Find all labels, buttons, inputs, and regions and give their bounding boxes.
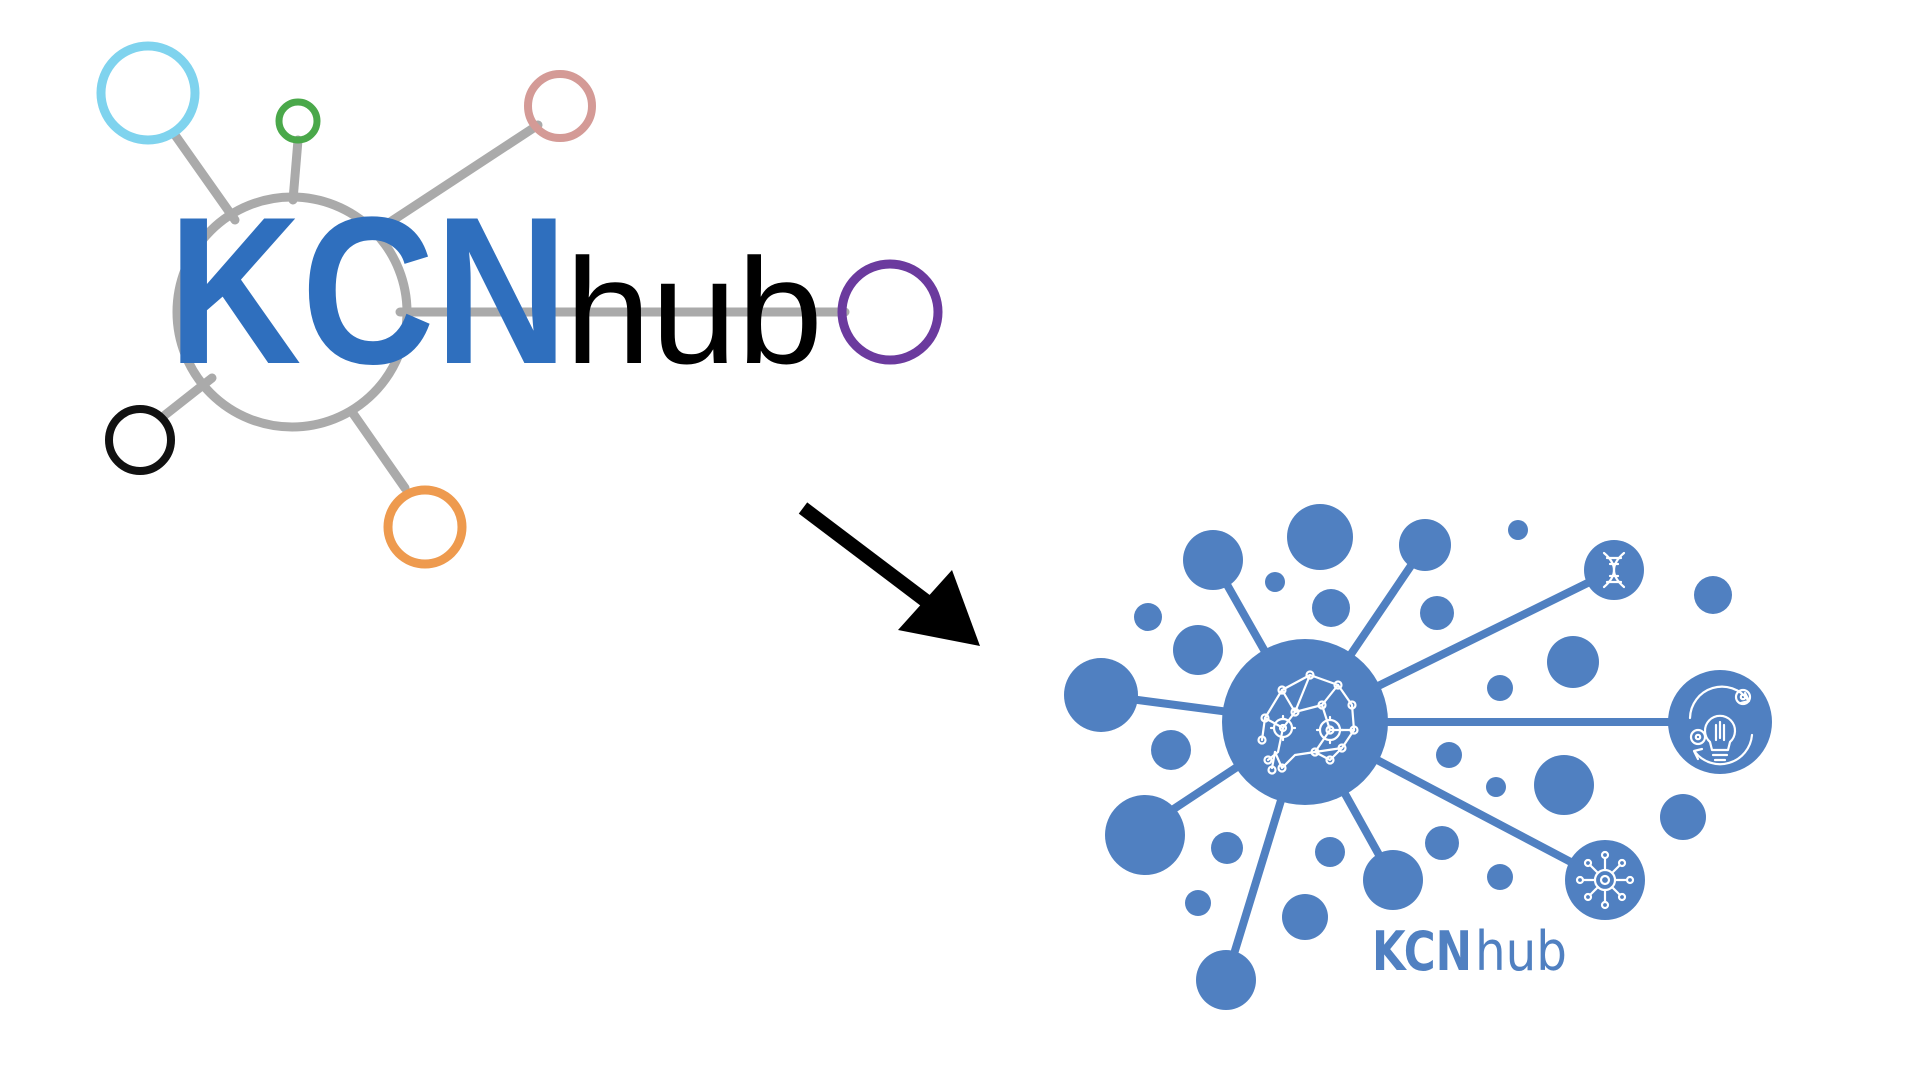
brain-network-icon: [1257, 670, 1359, 775]
dot: [1660, 794, 1706, 840]
connector-green: [288, 135, 303, 205]
new-logo-brand-regular: hub: [1475, 920, 1567, 983]
node: [1196, 950, 1256, 1010]
dot: [1534, 755, 1594, 815]
node: [1399, 519, 1451, 571]
new-logo: KCN hub: [1064, 504, 1772, 1010]
old-logo-brand-regular: hub: [565, 227, 823, 395]
node-black: [105, 405, 175, 475]
lightbulb-gears-icon: [1688, 685, 1754, 766]
node: [1287, 504, 1353, 570]
new-logo-brand-bold: KCN: [1372, 920, 1472, 983]
dot: [1134, 603, 1162, 631]
dot: [1315, 837, 1345, 867]
dot: [1486, 777, 1506, 797]
node-cyan: [96, 41, 200, 145]
dot: [1185, 890, 1211, 916]
dot: [1312, 589, 1350, 627]
dot: [1547, 636, 1599, 688]
dot: [1487, 864, 1513, 890]
node-pink: [524, 70, 596, 142]
connector-orange: [347, 407, 410, 493]
connector-cyan: [170, 130, 240, 225]
old-logo-connectors: [160, 120, 850, 493]
dot: [1151, 730, 1191, 770]
dna-icon: [1602, 551, 1626, 589]
dot: [1265, 572, 1285, 592]
node-orange: [383, 485, 467, 569]
node-green: [275, 98, 321, 144]
node: [1064, 658, 1138, 732]
network-gear-node: [1565, 840, 1645, 920]
dot: [1282, 894, 1328, 940]
old-hub-ring: [172, 192, 412, 432]
dot: [1173, 625, 1223, 675]
dot: [1211, 832, 1243, 864]
dot: [1694, 576, 1732, 614]
node-purple: [837, 259, 943, 365]
new-hub-node: [1222, 639, 1388, 805]
node: [1183, 530, 1243, 590]
connector-pink: [370, 120, 543, 237]
new-logo-nodes: [1064, 504, 1772, 1010]
dot: [1420, 596, 1454, 630]
dot: [1487, 675, 1513, 701]
old-logo-brand-bold: KCN: [168, 173, 568, 408]
arrow-down-right-icon: [798, 502, 980, 646]
dot: [1436, 742, 1462, 768]
node: [1105, 795, 1185, 875]
dot: [1508, 520, 1528, 540]
network-gear-icon: [1575, 850, 1635, 910]
node: [1363, 850, 1423, 910]
old-logo: KCN hub: [96, 41, 943, 569]
dot: [1425, 826, 1459, 860]
